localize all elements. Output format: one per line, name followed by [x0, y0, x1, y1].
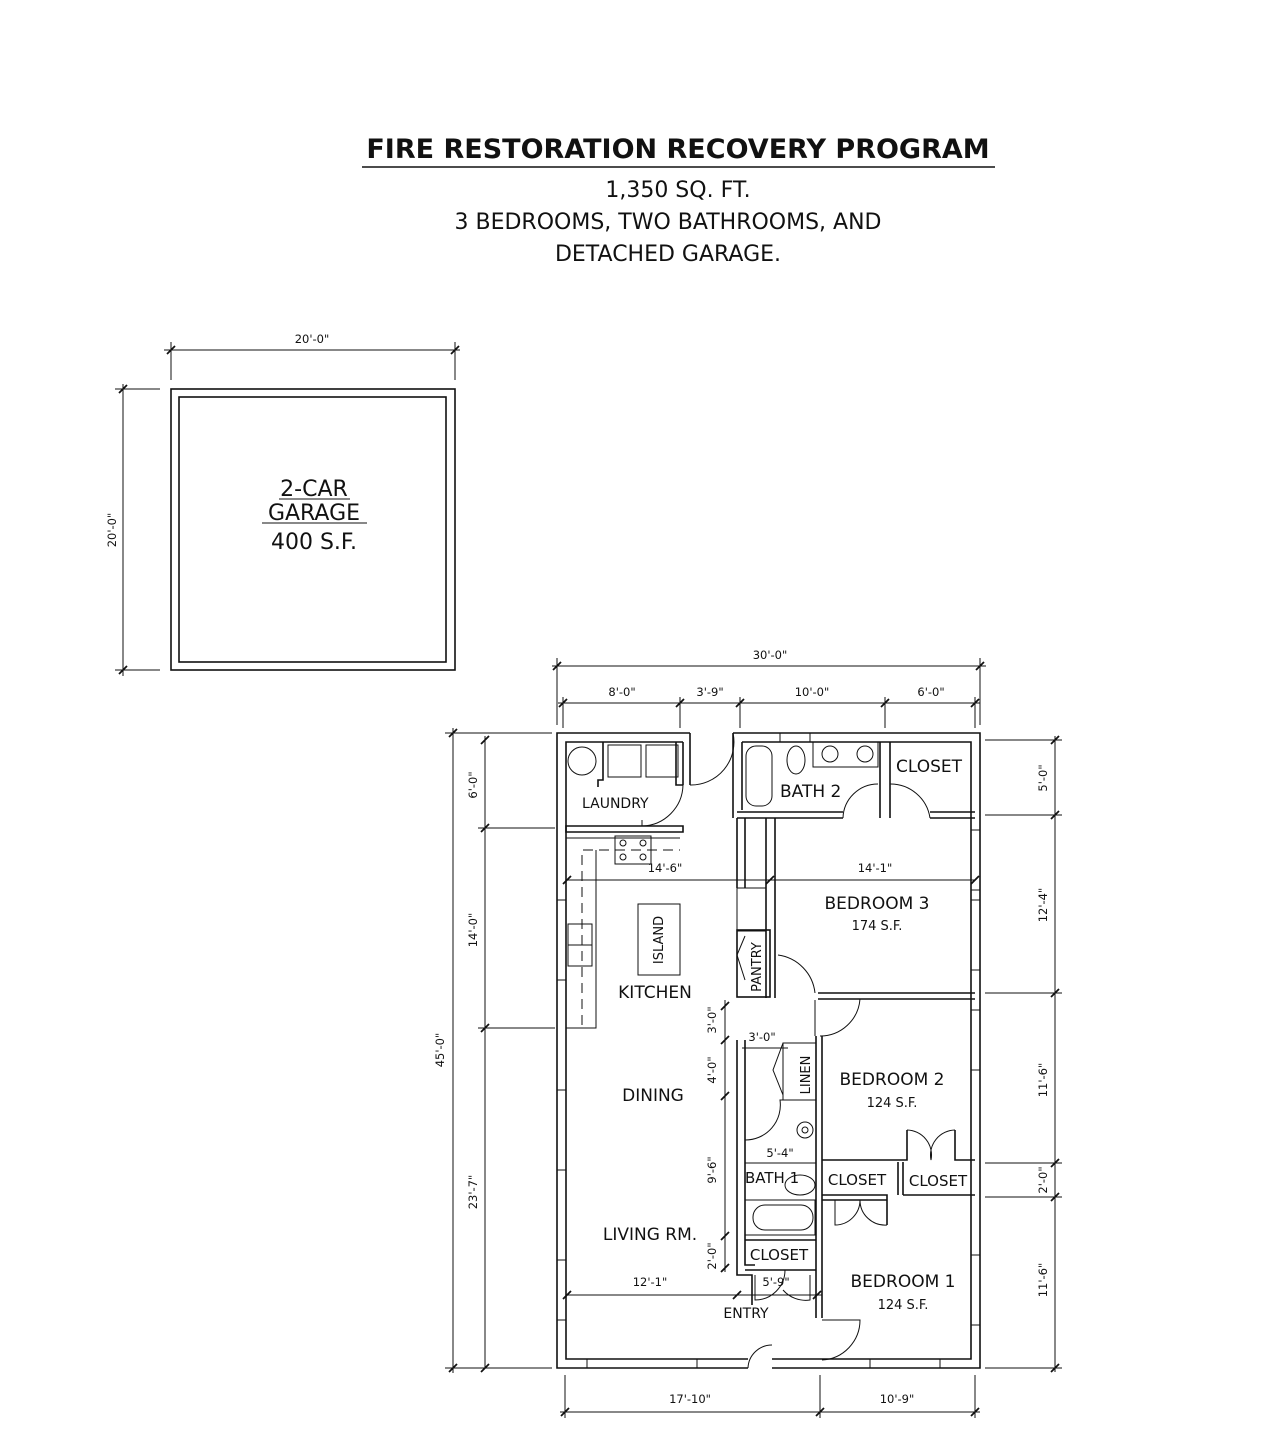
dim-right-3: 11'-6" [1036, 1063, 1050, 1098]
dim-hall-4: 4'-0" [705, 1056, 719, 1083]
dim-hall-9: 9'-6" [705, 1156, 719, 1183]
bedroom-3-area: 174 S.F. [852, 919, 903, 934]
dim-left-1: 6'-0" [466, 771, 480, 798]
dim-left-3: 23'-7" [466, 1175, 480, 1210]
dim-bottom-2: 10'-9" [880, 1392, 915, 1406]
bedroom-1-area: 124 S.F. [878, 1298, 929, 1313]
label-entry: ENTRY [723, 1306, 769, 1322]
garage-label-2: GARAGE [268, 501, 360, 526]
label-pantry: PANTRY [750, 942, 765, 992]
dim-top-2: 3'-9" [696, 685, 723, 699]
label-bedroom-3: BEDROOM 3 [825, 894, 930, 914]
label-bedroom-2: BEDROOM 2 [840, 1070, 945, 1090]
label-closet-bedroom2-a: CLOSET [828, 1171, 887, 1189]
label-bath-2: BATH 2 [780, 782, 841, 802]
dim-top-3: 10'-0" [795, 685, 830, 699]
dim-overall-width: 30'-0" [753, 648, 788, 662]
dim-right-2: 12'-4" [1036, 888, 1050, 923]
label-bedroom-1: BEDROOM 1 [851, 1272, 956, 1292]
garage-dim-depth: 20'-0" [105, 513, 119, 548]
dim-bottom-1: 17'-10" [669, 1392, 711, 1406]
dim-right-4: 2'-0" [1036, 1166, 1050, 1193]
house-walls [556, 732, 981, 1369]
dim-bath-1-width: 5'-4" [766, 1146, 793, 1160]
dim-hall-2: 2'-0" [705, 1242, 719, 1269]
label-closet-top: CLOSET [896, 757, 963, 777]
label-living-room: LIVING RM. [603, 1225, 697, 1245]
label-laundry: LAUNDRY [582, 796, 649, 812]
dim-left-2: 14'-0" [466, 913, 480, 948]
dim-bedroom-3-width: 14'-1" [858, 861, 893, 875]
dim-kitchen-width: 14'-6" [648, 861, 683, 875]
subtitle-area: 1,350 SQ. FT. [605, 178, 750, 203]
label-closet-entry: CLOSET [750, 1246, 809, 1264]
label-closet-bedroom2-b: CLOSET [909, 1172, 968, 1190]
dim-entry-width: 5'-9" [762, 1275, 789, 1289]
dim-hall-3: 3'-0" [705, 1006, 719, 1033]
label-island: ISLAND [652, 916, 667, 964]
dim-hall-3-horizontal: 3'-0" [748, 1030, 775, 1044]
dim-living-width: 12'-1" [633, 1275, 668, 1289]
garage-area: 400 S.F. [271, 530, 357, 555]
subtitle-garage: DETACHED GARAGE. [555, 242, 781, 267]
garage: 2-CAR GARAGE 400 S.F. 20'-0" 20'-0" [105, 332, 460, 676]
garage-dim-width: 20'-0" [295, 332, 330, 346]
label-dining: DINING [622, 1086, 684, 1106]
garage-label-1: 2-CAR [280, 477, 348, 502]
subtitle-rooms: 3 BEDROOMS, TWO BATHROOMS, AND [455, 210, 882, 235]
label-bath-1: BATH 1 [745, 1169, 799, 1187]
dimension-lines [445, 658, 1062, 1418]
plan-title: FIRE RESTORATION RECOVERY PROGRAM [366, 134, 989, 165]
dim-right-5: 11'-6" [1036, 1263, 1050, 1298]
dim-right-1: 5'-0" [1036, 764, 1050, 791]
label-kitchen: KITCHEN [618, 983, 692, 1003]
label-linen: LINEN [799, 1056, 814, 1095]
dim-top-1: 8'-0" [608, 685, 635, 699]
bedroom-2-area: 124 S.F. [867, 1096, 918, 1111]
dim-overall-depth: 45'-0" [433, 1033, 447, 1068]
dim-top-4: 6'-0" [917, 685, 944, 699]
